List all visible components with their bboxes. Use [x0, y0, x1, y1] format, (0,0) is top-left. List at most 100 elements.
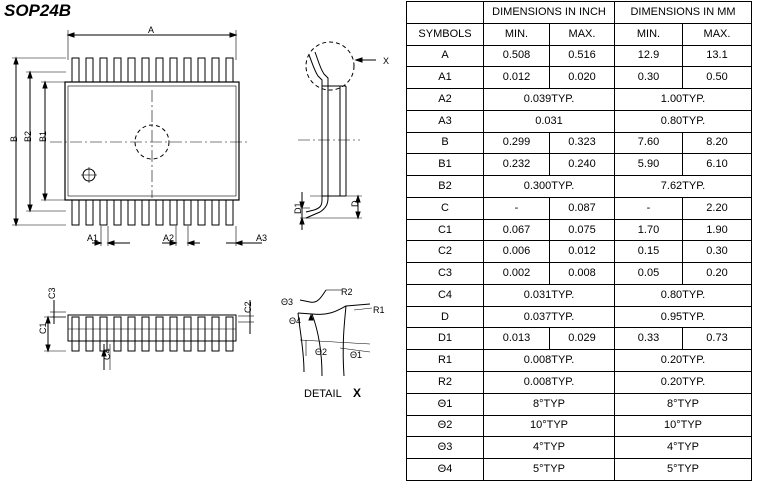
cell-inch-min: 0.013 — [483, 327, 550, 351]
package-lead — [127, 57, 136, 83]
label-c3: C3 — [47, 287, 57, 299]
cell-symbol: B — [406, 131, 484, 155]
package-lead — [169, 57, 178, 83]
cell-symbol: A2 — [406, 88, 484, 111]
cell-symbol: A3 — [406, 109, 484, 133]
package-lead — [113, 199, 122, 226]
cell-symbol: D — [406, 305, 484, 329]
label-x: X — [383, 56, 389, 66]
package-lead — [99, 57, 108, 83]
cell-symbol: B2 — [406, 175, 484, 198]
package-lead — [113, 316, 122, 352]
cell-inch: 0.037TYP. — [483, 305, 615, 329]
package-lead — [155, 199, 164, 226]
table-row: C-0.087-2.20 — [406, 196, 752, 220]
package-lead — [141, 199, 150, 226]
package-lead — [141, 57, 150, 83]
package-lead — [225, 199, 234, 226]
header-mm-max: MAX. — [682, 22, 752, 46]
cell-mm-min: 0.30 — [614, 66, 683, 90]
cell-symbol: Θ1 — [406, 392, 484, 416]
cell-symbol: R1 — [406, 349, 484, 373]
cell-mm-min: - — [614, 196, 683, 220]
header-inch-max: MAX. — [549, 22, 615, 46]
cell-symbol: B1 — [406, 153, 484, 177]
cell-inch: 0.008TYP. — [483, 371, 615, 394]
top-view — [12, 30, 262, 246]
cell-inch: 0.039TYP. — [483, 88, 615, 111]
cell-symbol: C1 — [406, 218, 484, 242]
cell-symbol: A1 — [406, 66, 484, 90]
package-lead — [141, 316, 150, 352]
cell-symbol: Θ4 — [406, 458, 484, 481]
package-lead — [85, 316, 94, 352]
label-theta1: Θ1 — [350, 350, 362, 360]
cell-inch-min: 0.002 — [483, 262, 550, 285]
cell-mm-min: 0.15 — [614, 240, 683, 264]
label-c1: C1 — [38, 322, 48, 334]
package-lead — [127, 199, 136, 226]
cell-mm-max: 0.73 — [682, 327, 752, 351]
cell-inch-max: 0.075 — [549, 218, 615, 242]
package-lead — [99, 199, 108, 226]
cell-mm-max: 0.20 — [682, 262, 752, 285]
package-lead — [127, 316, 136, 352]
detail-x-view — [297, 289, 373, 377]
label-theta3: Θ3 — [281, 297, 293, 307]
label-a2: A2 — [163, 233, 174, 243]
cell-symbol: R2 — [406, 371, 484, 394]
cell-inch-min: 0.006 — [483, 240, 550, 264]
label-b2: B2 — [23, 131, 33, 142]
cell-inch-min: - — [483, 196, 550, 220]
cell-mm-max: 1.90 — [682, 218, 752, 242]
cell-inch-min: 0.508 — [483, 44, 550, 68]
cell-inch: 5°TYP — [483, 458, 615, 481]
package-lead — [183, 199, 192, 226]
label-d1: D1 — [293, 202, 303, 214]
label-c2: C2 — [243, 301, 253, 313]
cell-symbol: C3 — [406, 262, 484, 285]
package-lead — [183, 316, 192, 352]
label-theta4: Θ4 — [289, 316, 301, 326]
cell-mm: 10°TYP — [614, 414, 752, 438]
cell-inch: 4°TYP — [483, 436, 615, 460]
front-view — [44, 300, 254, 370]
detail-x-label: X — [353, 386, 361, 400]
cell-mm-max: 2.20 — [682, 196, 752, 220]
package-lead — [211, 57, 220, 83]
cell-mm: 0.20TYP. — [614, 349, 752, 373]
cell-mm: 0.80TYP. — [614, 109, 752, 133]
package-lead — [155, 316, 164, 352]
package-lead — [71, 57, 80, 83]
cell-mm-min: 0.33 — [614, 327, 683, 351]
cell-inch: 0.008TYP. — [483, 349, 615, 373]
cell-mm: 0.80TYP. — [614, 283, 752, 307]
package-lead — [211, 199, 220, 226]
cell-symbol: A — [406, 44, 484, 68]
cell-inch-max: 0.087 — [549, 196, 615, 220]
cell-inch-min: 0.067 — [483, 218, 550, 242]
package-lead — [183, 57, 192, 83]
cell-inch: 0.300TYP. — [483, 175, 615, 198]
package-lead — [197, 57, 206, 83]
cell-mm-min: 5.90 — [614, 153, 683, 177]
table-header-row: DIMENSIONS IN INCH DIMENSIONS IN MM — [406, 1, 752, 24]
cell-mm: 0.95TYP. — [614, 305, 752, 329]
cell-mm-min: 7.60 — [614, 131, 683, 155]
label-a: A — [148, 25, 154, 35]
label-a1: A1 — [87, 233, 98, 243]
cell-inch: 0.031 — [483, 109, 615, 133]
cell-symbol: C — [406, 196, 484, 220]
cell-mm-max: 13.1 — [682, 44, 752, 68]
package-lead — [85, 199, 94, 226]
cell-mm-max: 0.30 — [682, 240, 752, 264]
